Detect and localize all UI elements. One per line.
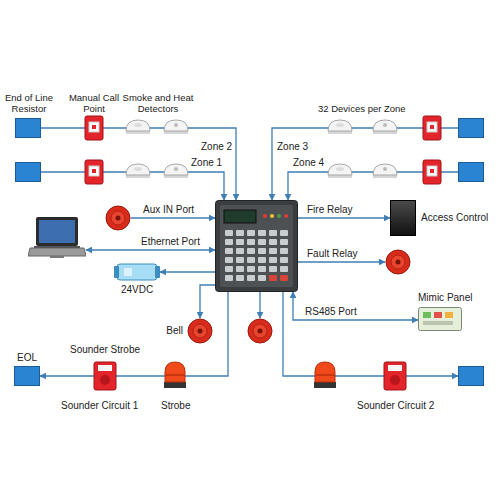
connector	[41, 172, 224, 200]
heat-detector	[164, 164, 188, 178]
node-label: 24VDC	[121, 284, 153, 296]
device-caption: End of Line Resistor	[0, 92, 58, 114]
connector	[298, 261, 385, 262]
access-control: Access Control	[390, 200, 488, 236]
bell-graphic	[247, 318, 273, 344]
connector	[283, 292, 458, 376]
sounder-strobe	[384, 362, 406, 390]
connector	[131, 217, 215, 218]
device-caption: Smoke and Heat Detectors	[120, 92, 196, 114]
device-caption: Manual Call Point	[68, 92, 120, 114]
strobe-light	[164, 362, 186, 388]
heat-detector	[373, 164, 397, 178]
eol-resistor	[458, 118, 484, 138]
device-caption: Sounder Strobe	[70, 344, 140, 355]
eol-graphic	[14, 366, 40, 386]
connector-label: Aux IN Port	[142, 204, 195, 216]
connector-label: RS485 Port	[304, 306, 358, 318]
smoke-detector	[328, 164, 352, 178]
mimic-panel: Mimic Panel	[418, 292, 472, 331]
eol-resistor	[15, 162, 41, 182]
mimic-graphic	[418, 307, 462, 331]
connector	[160, 271, 215, 272]
smoke-detector	[328, 120, 352, 134]
eol-graphic	[15, 162, 41, 182]
connector	[259, 292, 260, 318]
heat-detector	[164, 120, 188, 134]
manual-call-point	[423, 116, 441, 140]
battery-graphic	[114, 262, 160, 282]
node-label: Access Control	[421, 212, 488, 224]
device-caption: Strobe	[161, 400, 190, 411]
connector	[41, 128, 236, 200]
eol-graphic	[458, 162, 484, 182]
heat-detector	[373, 120, 397, 134]
bell-graphic	[187, 318, 213, 344]
node-label: Mimic Panel	[418, 292, 472, 304]
connector-label: Fault Relay	[306, 248, 359, 260]
access-graphic	[390, 200, 416, 236]
connector-label: Sounder Circuit 1	[60, 400, 139, 412]
manual-call-point	[423, 160, 441, 184]
alarm-bell: Bell	[166, 318, 213, 344]
alarm-bell	[105, 205, 131, 231]
laptop-graphic	[28, 216, 86, 260]
manual-call-point	[85, 116, 103, 140]
connector-label: Sounder Circuit 2	[356, 400, 435, 412]
connector	[40, 292, 228, 376]
bell-graphic	[105, 205, 131, 231]
sounder-strobe	[94, 362, 116, 390]
laptop	[28, 216, 86, 260]
eol-graphic	[15, 118, 41, 138]
battery: 24VDC	[114, 262, 160, 296]
eol-resistor	[458, 162, 484, 182]
manual-call-point	[85, 160, 103, 184]
alarm-bell	[385, 249, 411, 275]
alarm-bell	[247, 318, 273, 344]
connector	[293, 292, 418, 320]
connector	[298, 217, 390, 218]
connector-label: Zone 3	[276, 141, 309, 153]
eol-graphic	[458, 118, 484, 138]
eol-resistor	[15, 118, 41, 138]
node-label: EOL	[17, 352, 37, 364]
connector-label: Fire Relay	[306, 204, 354, 216]
smoke-detector	[126, 164, 150, 178]
connector-label: Zone 2	[200, 141, 233, 153]
device-caption: 32 Devices per Zone	[318, 103, 406, 114]
connector	[200, 285, 215, 318]
node-label: Bell	[166, 325, 183, 337]
bell-graphic	[385, 249, 411, 275]
eol-graphic	[458, 366, 484, 386]
connector	[86, 249, 215, 250]
connector-label: Zone 4	[292, 157, 325, 169]
connector-label: Ethernet Port	[140, 236, 201, 248]
strobe-light	[314, 362, 336, 388]
connector-label: Zone 1	[190, 157, 223, 169]
fire-alarm-panel	[215, 200, 298, 292]
eol-resistor: EOL	[14, 352, 40, 386]
eol-resistor	[458, 366, 484, 386]
smoke-detector	[126, 120, 150, 134]
panel-graphic	[215, 200, 298, 292]
